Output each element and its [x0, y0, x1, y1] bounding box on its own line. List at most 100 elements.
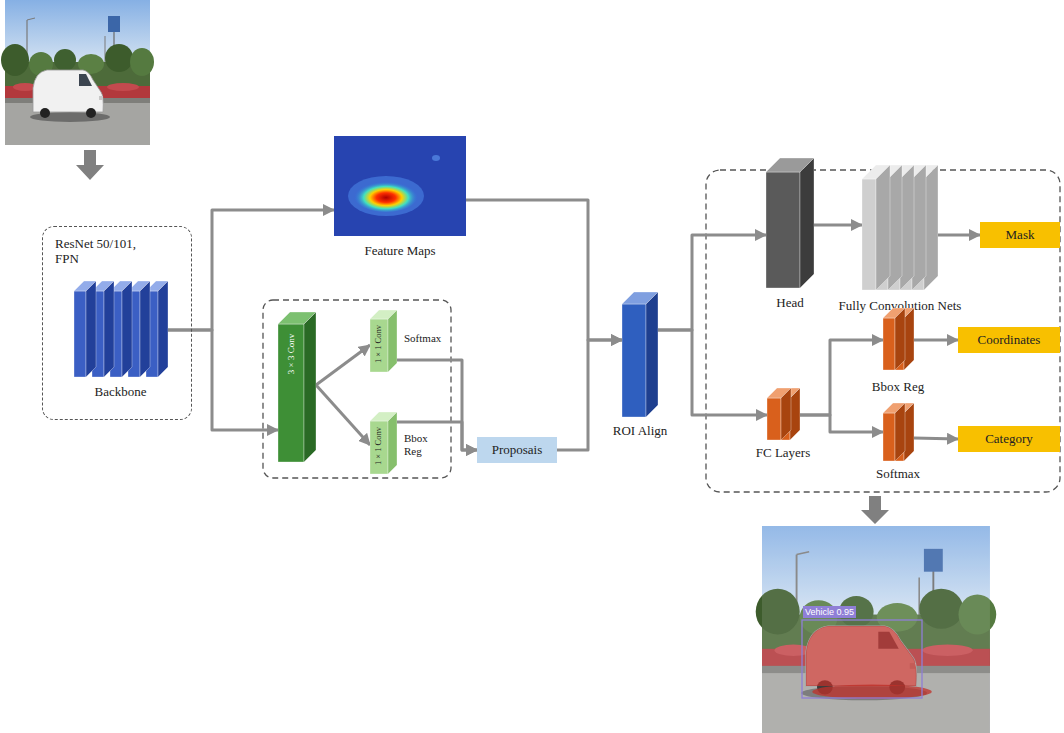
slab-drawing: [622, 292, 658, 417]
flow-arrow: [168, 330, 278, 430]
slab-front: [883, 318, 895, 370]
slab-front: [622, 304, 646, 417]
slab-side: [646, 292, 658, 417]
flow-arrow: [914, 438, 958, 439]
rotated-layer-label: 3 × 3 Conv: [286, 334, 296, 374]
layer-label: Bbox Reg: [872, 380, 924, 395]
backbone-group: ResNet 50/101, FPN Backbone: [42, 226, 192, 420]
conv-layer: 1 × 1 Conv Bbox Reg: [370, 412, 450, 474]
flow-arrow: [658, 235, 766, 330]
proposal-box: Proposais: [477, 437, 557, 463]
slab-side: [388, 310, 397, 372]
detection-label: Vehicle 0.95: [803, 606, 856, 618]
input-photo: [1, 0, 154, 145]
slab-side: [122, 281, 132, 377]
slab-front: [278, 324, 304, 462]
flow-arrow: [800, 340, 883, 415]
slab-side: [895, 308, 905, 370]
output-box: Category: [958, 426, 1060, 452]
slab-shape: [74, 281, 168, 377]
output-photo: [756, 526, 997, 733]
rpn-dashed-box: [263, 300, 451, 478]
slab-drawing: [862, 165, 938, 290]
slab-shape: [883, 308, 914, 370]
heatmap-glow: [348, 176, 424, 216]
instance-mask: [806, 626, 916, 686]
slab-side: [140, 281, 150, 377]
slab-front: [370, 421, 388, 474]
slab-side: [876, 165, 890, 290]
slab-front: [883, 413, 895, 461]
slab-side: [388, 412, 397, 474]
fc-layer: FC Layers: [748, 388, 818, 468]
box-label: Proposais: [492, 443, 543, 458]
slab-shape: [883, 403, 914, 461]
feature-map: Feature Maps: [334, 136, 466, 260]
slab-front: [767, 398, 781, 440]
output-scene: [756, 526, 997, 733]
slab-side: [790, 388, 800, 440]
slab-drawing: [278, 312, 316, 462]
layer-label: Softmax: [876, 467, 920, 482]
box-label: Coordinates: [978, 333, 1041, 348]
rotated-layer-label: 1 × 1 Conv: [374, 325, 384, 363]
flow-arrow: [938, 234, 980, 237]
slab-side: [86, 281, 96, 377]
flow-arrow: [800, 415, 883, 432]
layer-label: Feature Maps: [364, 244, 435, 259]
backbone-block: Backbone: [63, 281, 178, 411]
slab-shape: 1 × 1 Conv: [370, 310, 397, 372]
layer-label: Backbone: [95, 385, 147, 400]
roi-align-layer: ROI Align: [605, 292, 675, 442]
slab-side: [800, 158, 814, 288]
slab-side: [895, 403, 905, 461]
slab-side: [904, 308, 914, 370]
slab-side: [104, 281, 114, 377]
flow-arrow: [168, 210, 334, 330]
slab-side: [304, 312, 316, 462]
slab-front: [862, 179, 876, 290]
heatmap-drawing: [334, 136, 466, 236]
slab-drawing: [767, 388, 800, 440]
rotated-layer-label: 1 × 1 Conv: [374, 427, 384, 465]
mask-shadow: [812, 685, 931, 699]
output-box: Coordinates: [958, 327, 1060, 353]
slab-shape: [622, 292, 658, 417]
slab-front: [370, 319, 388, 372]
slab-shape: [862, 165, 938, 290]
slab-front: [766, 172, 800, 288]
conv-layer: 1 × 1 ConvSoftmax: [370, 310, 450, 372]
flow-arrow: [658, 330, 767, 415]
conv-layer: 3 × 3 Conv: [278, 312, 318, 462]
group-caption: ResNet 50/101, FPN: [55, 237, 150, 267]
fcn-layer: Fully Convolution Nets: [825, 165, 975, 315]
slab-drawing: [883, 403, 914, 461]
heatmap-hotspot: [354, 180, 418, 212]
branch-label: Softmax: [404, 332, 464, 345]
output-tint: [762, 526, 990, 733]
slab-shape: [767, 388, 800, 440]
layer-label: Head: [776, 296, 803, 311]
flow-arrow: [814, 224, 862, 227]
heatmap-ground: [334, 136, 466, 236]
slab-front: [74, 291, 86, 377]
flow-arrow: [914, 339, 958, 342]
heatmap-dot: [432, 155, 440, 161]
slab-shape: [766, 158, 814, 288]
slab-drawing: [766, 158, 814, 288]
flow-arrow: [316, 345, 370, 385]
box-label: Mask: [1006, 228, 1035, 243]
slab-side: [158, 281, 168, 377]
slab-shape: 1 × 1 Conv: [370, 412, 397, 474]
slab-side: [904, 403, 914, 461]
branch-label: Bbox Reg: [404, 432, 444, 457]
flow-arrow: [557, 340, 622, 450]
flow-arrow: [316, 385, 370, 445]
bbox-reg-layer: Bbox Reg: [866, 308, 930, 400]
slab-drawing: [74, 281, 168, 377]
feature-map-shape: [334, 136, 466, 236]
layer-label: ROI Align: [613, 424, 668, 439]
box-label: Category: [985, 432, 1033, 447]
head-layer: Head: [760, 158, 820, 313]
